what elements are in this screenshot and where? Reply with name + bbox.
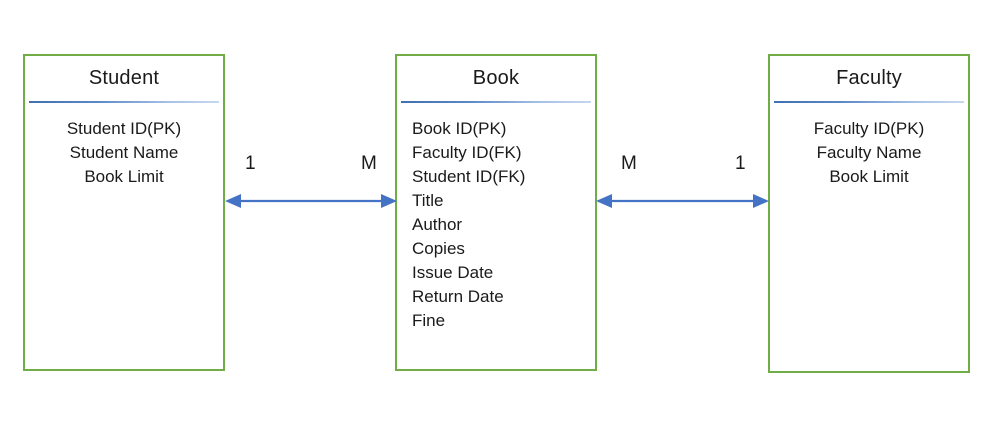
- attribute-item: Faculty Name: [816, 143, 922, 162]
- relationship-connector-student-book[interactable]: [225, 190, 397, 212]
- attribute-item: Book Limit: [829, 167, 909, 186]
- arrow-left-head: [225, 194, 241, 208]
- arrow-left-head: [596, 194, 612, 208]
- attribute-item: Book ID(PK): [412, 119, 507, 138]
- entity-divider-book: [401, 101, 591, 103]
- attribute-item: Title: [412, 191, 444, 210]
- attribute-item: Fine: [412, 311, 446, 330]
- attribute-list-faculty: Faculty ID(PK) Faculty Name Book Limit: [770, 103, 968, 189]
- cardinality-label-book-left: M: [361, 153, 377, 174]
- entity-divider-student: [29, 101, 219, 103]
- attribute-list-student: Student ID(PK) Student Name Book Limit: [25, 103, 223, 189]
- arrow-right-head: [753, 194, 769, 208]
- attribute-list-book: Book ID(PK) Faculty ID(FK) Student ID(FK…: [397, 103, 595, 333]
- entity-divider-faculty: [774, 101, 964, 103]
- entity-title-faculty: Faculty: [836, 67, 902, 89]
- entity-title-book: Book: [472, 67, 520, 89]
- attribute-item: Book Limit: [84, 167, 164, 186]
- arrow-right-head: [381, 194, 397, 208]
- attribute-item: Student Name: [69, 143, 179, 162]
- attribute-item: Copies: [412, 239, 465, 258]
- attribute-item: Student ID(FK): [412, 167, 526, 186]
- attribute-item: Faculty ID(PK): [813, 119, 925, 138]
- cardinality-label-faculty-side: 1: [735, 153, 746, 174]
- attribute-item: Author: [412, 215, 463, 234]
- attribute-item: Student ID(PK): [66, 119, 182, 138]
- attribute-item: Faculty ID(FK): [412, 143, 522, 162]
- entity-box-student[interactable]: Student Student ID(PK) Student Name Book…: [23, 54, 225, 371]
- entity-box-faculty[interactable]: Faculty Faculty ID(PK) Faculty Name Book…: [768, 54, 970, 373]
- cardinality-label-book-right: M: [621, 153, 637, 174]
- relationship-connector-book-faculty[interactable]: [596, 190, 769, 212]
- entity-box-book[interactable]: Book Book ID(PK) Faculty ID(FK) Student …: [395, 54, 597, 371]
- attribute-item: Return Date: [412, 287, 504, 306]
- attribute-item: Issue Date: [412, 263, 494, 282]
- cardinality-label-student-side: 1: [245, 153, 256, 174]
- entity-title-student: Student: [88, 67, 160, 89]
